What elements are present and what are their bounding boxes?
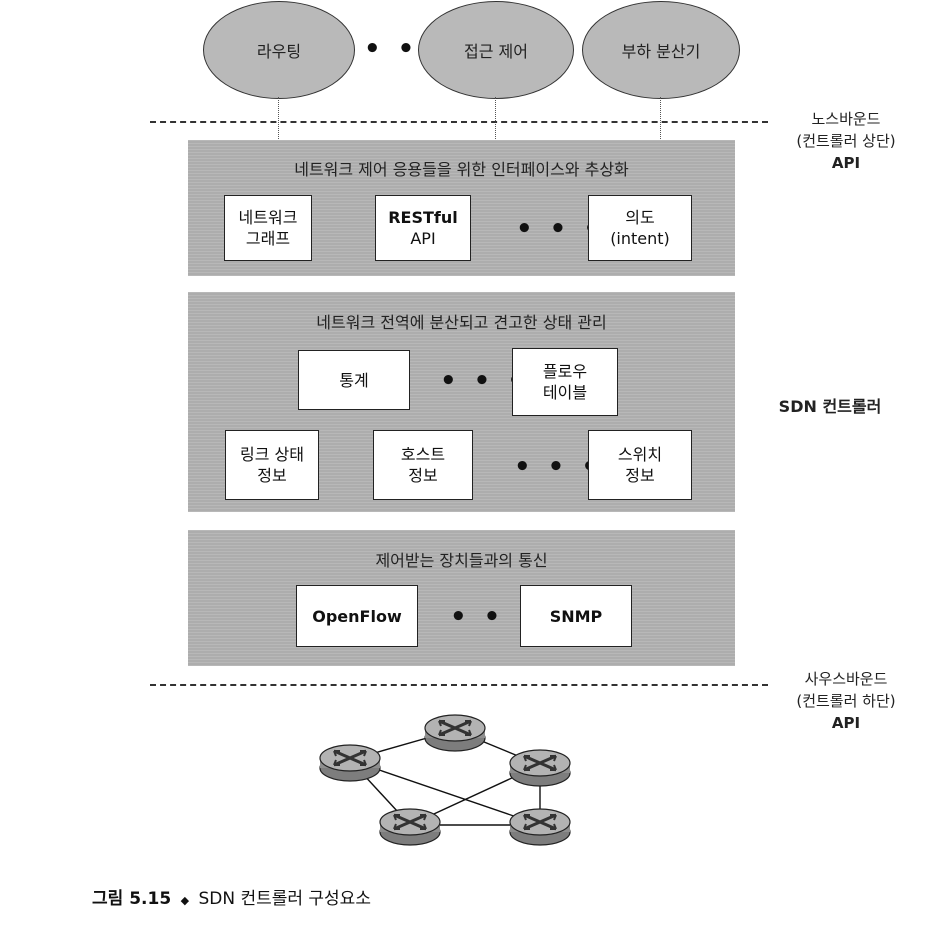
box-host-info-l2: 정보 bbox=[408, 466, 438, 485]
box-link-state-l2: 정보 bbox=[257, 466, 287, 485]
router-switch-icon bbox=[318, 743, 382, 783]
connector-balancer bbox=[660, 97, 661, 141]
layer-device-ellipsis: • • • bbox=[450, 602, 538, 632]
box-switch-info-l1: 스위치 bbox=[617, 445, 663, 464]
box-network-graph: 네트워크 그래프 bbox=[224, 195, 312, 261]
box-intent-l2: (intent) bbox=[610, 229, 670, 248]
connector-routing bbox=[278, 97, 279, 141]
app-routing-label: 라우팅 bbox=[256, 42, 302, 61]
app-access-control: 접근 제어 bbox=[418, 1, 574, 99]
northbound-label-1: 노스바운드 bbox=[811, 110, 881, 128]
box-host-info: 호스트 정보 bbox=[373, 430, 473, 500]
box-network-graph-l1: 네트워크 bbox=[238, 208, 298, 227]
box-restful-api-l1: RESTful bbox=[388, 208, 458, 227]
box-openflow-label: OpenFlow bbox=[312, 606, 402, 626]
box-link-state-l1: 링크 상태 bbox=[240, 445, 304, 464]
figure-caption-text: SDN 컨트롤러 구성요소 bbox=[198, 889, 371, 909]
layer-interfaces-title: 네트워크 제어 응용들을 위한 인터페이스와 추상화 bbox=[294, 160, 629, 179]
connector-access bbox=[495, 97, 496, 141]
southbound-line bbox=[150, 684, 768, 686]
sdn-controller-label: SDN 컨트롤러 bbox=[778, 397, 882, 416]
layer-device-title: 제어받는 장치들과의 통신 bbox=[375, 551, 548, 570]
northbound-label-3: API bbox=[831, 154, 861, 172]
layer-device-communication: 제어받는 장치들과의 통신 OpenFlow • • • SNMP bbox=[188, 530, 735, 666]
layer-interfaces: 네트워크 제어 응용들을 위한 인터페이스와 추상화 네트워크 그래프 REST… bbox=[188, 140, 735, 276]
box-flow-table: 플로우 테이블 bbox=[512, 348, 618, 416]
northbound-line bbox=[150, 121, 768, 123]
figure-caption: 그림 5.15 ◆ SDN 컨트롤러 구성요소 bbox=[92, 884, 371, 909]
router-switch-icon bbox=[378, 807, 442, 847]
box-network-graph-l2: 그래프 bbox=[245, 229, 291, 248]
box-restful-api: RESTful API bbox=[375, 195, 471, 261]
southbound-label-1: 사우스바운드 bbox=[804, 670, 888, 688]
figure-caption-label: 그림 5.15 bbox=[92, 889, 172, 909]
layer-state-ellipsis-1: • • • bbox=[440, 366, 528, 396]
layer-interfaces-ellipsis: • • • bbox=[516, 214, 604, 244]
box-statistics-label: 통계 bbox=[339, 370, 369, 390]
app-load-balancer: 부하 분산기 bbox=[582, 1, 740, 99]
northbound-label: 노스바운드 (컨트롤러 상단) API bbox=[776, 108, 916, 174]
app-load-balancer-label: 부하 분산기 bbox=[621, 42, 701, 61]
box-flow-table-l2: 테이블 bbox=[542, 383, 588, 402]
box-switch-info-l2: 정보 bbox=[625, 466, 655, 485]
switch-network bbox=[318, 713, 572, 847]
router-switch-icon bbox=[423, 713, 487, 753]
box-flow-table-l1: 플로우 bbox=[542, 362, 588, 381]
box-switch-info: 스위치 정보 bbox=[588, 430, 692, 500]
box-openflow: OpenFlow bbox=[296, 585, 418, 647]
southbound-label-2: (컨트롤러 하단) bbox=[796, 692, 896, 710]
box-intent-l1: 의도 bbox=[625, 208, 655, 227]
box-statistics: 통계 bbox=[298, 350, 410, 410]
router-switch-icon bbox=[508, 807, 572, 847]
layer-state-title: 네트워크 전역에 분산되고 견고한 상태 관리 bbox=[316, 313, 607, 332]
layer-state-ellipsis-2: • • • bbox=[514, 452, 602, 482]
figure-caption-bullet: ◆ bbox=[180, 894, 190, 907]
router-switch-icon bbox=[508, 748, 572, 788]
box-snmp-label: SNMP bbox=[549, 606, 603, 626]
southbound-label-3: API bbox=[831, 714, 861, 732]
layer-state-management: 네트워크 전역에 분산되고 견고한 상태 관리 통계 • • • 플로우 테이블… bbox=[188, 292, 735, 512]
southbound-label: 사우스바운드 (컨트롤러 하단) API bbox=[776, 668, 916, 734]
app-access-control-label: 접근 제어 bbox=[464, 42, 528, 61]
box-link-state: 링크 상태 정보 bbox=[225, 430, 319, 500]
box-host-info-l1: 호스트 bbox=[400, 445, 446, 464]
box-snmp: SNMP bbox=[520, 585, 632, 647]
northbound-label-2: (컨트롤러 상단) bbox=[796, 132, 896, 150]
box-restful-api-l2: API bbox=[410, 229, 436, 248]
app-routing: 라우팅 bbox=[203, 1, 355, 99]
box-intent: 의도 (intent) bbox=[588, 195, 692, 261]
